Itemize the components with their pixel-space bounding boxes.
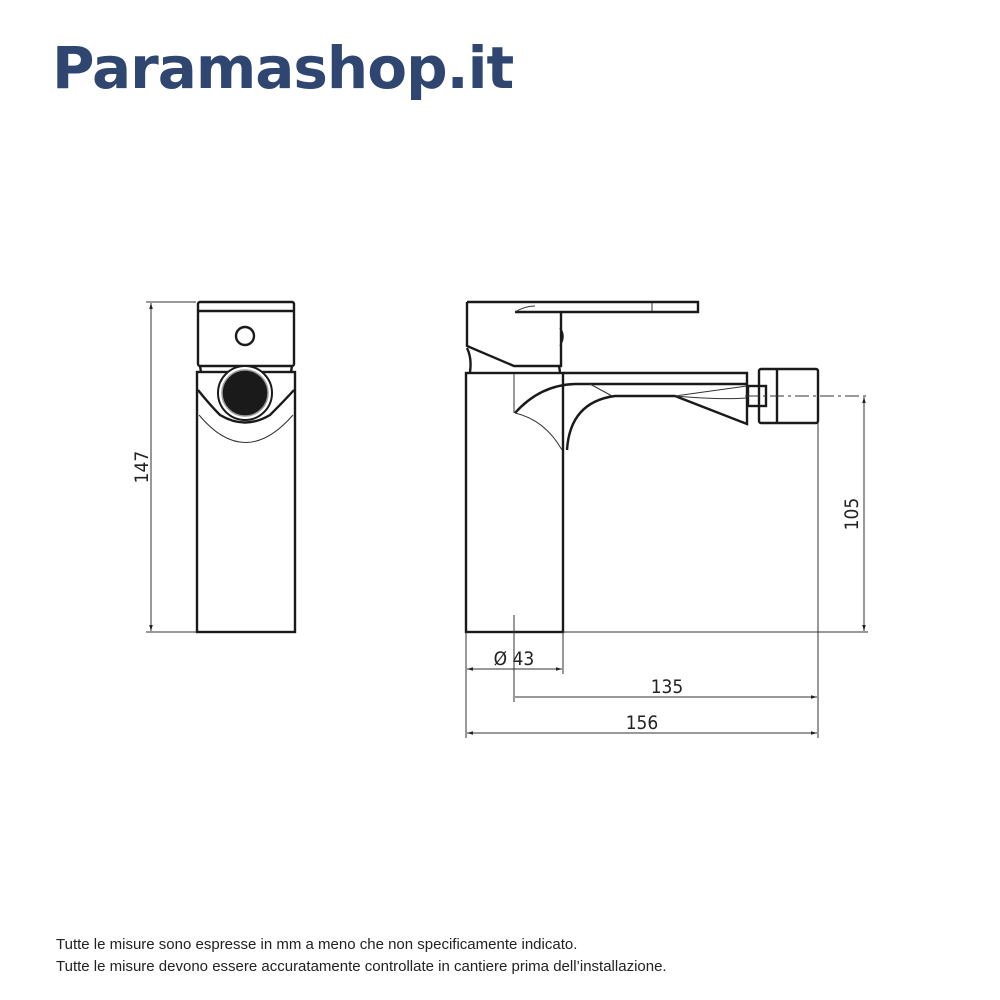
note-line: Tutte le misure devono essere accuratame…: [56, 958, 667, 975]
dimension-spout-height: 105: [841, 498, 863, 531]
brand-logo: Paramashop.it: [52, 34, 514, 102]
dimension-spout-reach: 135: [651, 676, 684, 698]
front-view: 147: [131, 300, 297, 634]
side-view: 105 Ø 43 135 156: [464, 300, 868, 738]
note-line: Tutte le misure sono espresse in mm a me…: [56, 936, 578, 953]
dimension-height-total: 147: [131, 451, 153, 484]
dimension-base-diameter: Ø 43: [494, 648, 535, 670]
dimension-total-length: 156: [626, 712, 659, 734]
notes: Tutte le misure sono espresse in mm a me…: [56, 934, 667, 978]
